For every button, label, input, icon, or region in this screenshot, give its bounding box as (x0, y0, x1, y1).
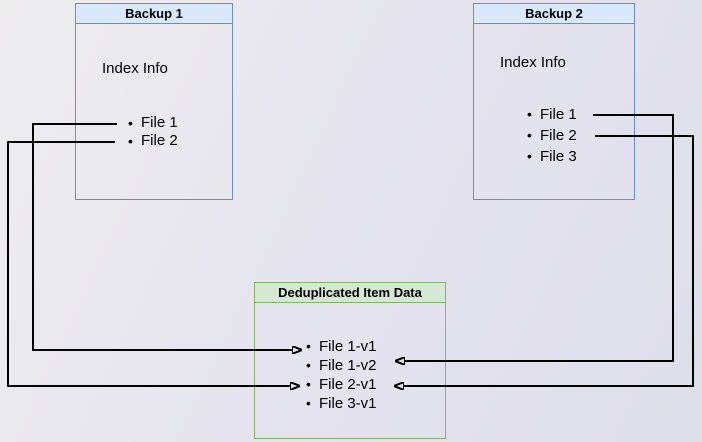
dedup-item: File 2-v1 (306, 375, 377, 394)
backup1-index-info-label: Index Info (102, 60, 168, 77)
dedup-item: File 3-v1 (306, 394, 377, 413)
backup1-file-item: File 1 (128, 114, 178, 132)
backup2-box: Backup 2 Index Info File 1 File 2 File 3 (473, 3, 635, 200)
backup1-file-item: File 2 (128, 132, 178, 150)
backup2-file-item: File 3 (527, 146, 577, 167)
backup2-title: Backup 2 (474, 4, 634, 24)
backup2-file-item: File 2 (527, 125, 577, 146)
backup2-index-info-label: Index Info (500, 54, 566, 71)
backup2-file-item: File 1 (527, 104, 577, 125)
backup1-file-list: File 1 File 2 (128, 114, 178, 150)
dedup-title: Deduplicated Item Data (255, 283, 445, 303)
dedup-box: Deduplicated Item Data File 1-v1 File 1-… (254, 282, 446, 439)
backup2-file-list: File 1 File 2 File 3 (527, 104, 577, 167)
backup1-title: Backup 1 (76, 4, 232, 24)
dedup-item: File 1-v2 (306, 356, 377, 375)
dedup-item: File 1-v1 (306, 337, 377, 356)
dedup-item-list: File 1-v1 File 1-v2 File 2-v1 File 3-v1 (306, 337, 377, 413)
backup1-box: Backup 1 Index Info File 1 File 2 (75, 3, 233, 200)
